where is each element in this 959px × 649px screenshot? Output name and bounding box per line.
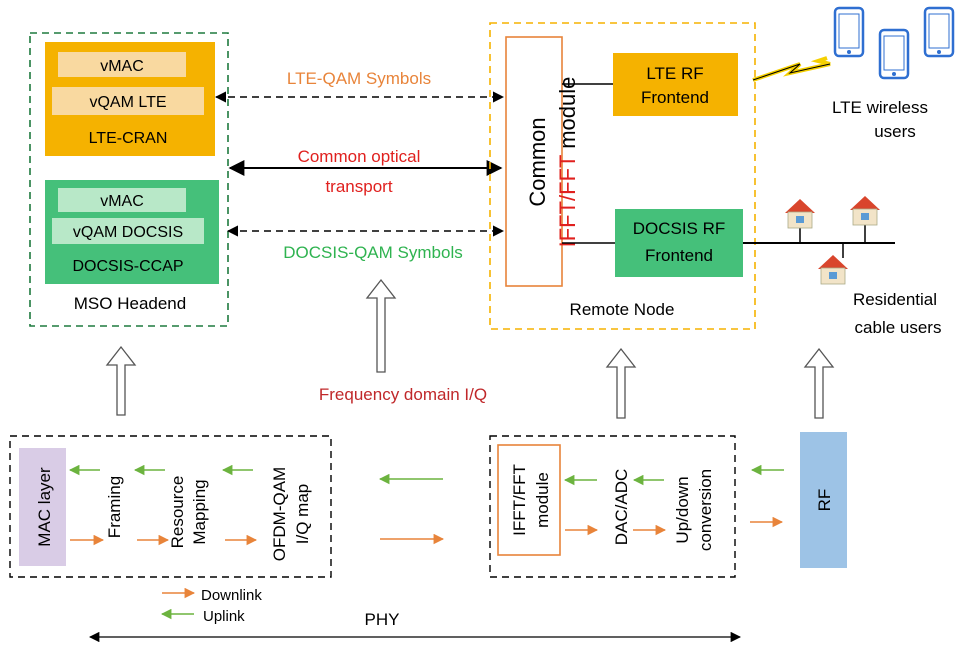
lte-cran-label: LTE-CRAN <box>89 130 168 147</box>
docsis-rf-label-2: Frontend <box>645 246 713 265</box>
phy-right-box <box>489 435 736 578</box>
rf-label: RF <box>815 489 834 512</box>
hollow-up-arrow <box>803 347 835 419</box>
mso-headend-label: MSO Headend <box>74 294 186 313</box>
phone-icon <box>833 6 865 58</box>
mac-layer-box <box>19 448 66 566</box>
common-label: Common <box>525 117 550 206</box>
phy-label: PHY <box>365 610 400 629</box>
legend-uplink-label: Uplink <box>203 608 245 625</box>
lte-vmac-label: vMAC <box>100 58 144 75</box>
docsis-vmac-box <box>58 188 186 212</box>
freq-iq-label: Frequency domain I/Q <box>319 385 487 404</box>
ifft-module-box <box>497 444 561 556</box>
framing-label: Framing <box>105 476 124 538</box>
lte-vqam-box <box>52 87 204 115</box>
docsis-qam-label: DOCSIS-QAM Symbols <box>283 243 462 262</box>
hollow-up-arrow <box>365 278 397 373</box>
residential-label-2: cable users <box>855 318 942 337</box>
mso-headend-box <box>29 32 229 327</box>
hollow-up-arrow <box>105 345 137 416</box>
phy-left-box <box>9 435 332 578</box>
remote-node-box <box>489 22 756 330</box>
docsis-vqam-box <box>52 218 204 244</box>
updown-label-1: Up/down <box>673 476 692 543</box>
docsis-vqam-label: vQAM DOCSIS <box>73 224 183 241</box>
ifft-label-2: module <box>533 472 552 528</box>
legend-downlink-label: Downlink <box>201 587 262 604</box>
lightning-icon <box>752 56 831 82</box>
ofdm-label-2: I/Q map <box>293 484 312 544</box>
updown-label-2: conversion <box>696 469 715 551</box>
house-icon <box>785 199 815 229</box>
lte-rf-frontend <box>613 53 738 116</box>
lte-vqam-label: vQAM LTE <box>89 94 166 111</box>
lte-rf-label-1: LTE RF <box>646 64 703 83</box>
lte-users-label-2: users <box>874 122 916 141</box>
residential-label-1: Residential <box>853 290 937 309</box>
rf-box <box>800 432 847 568</box>
house-icon <box>818 255 848 285</box>
phone-icon <box>923 6 955 58</box>
house-icon <box>850 196 880 226</box>
common-module-word: module <box>555 77 580 155</box>
docsis-rf-label-1: DOCSIS RF <box>633 219 726 238</box>
docsis-rf-frontend <box>615 209 743 277</box>
remote-node-label: Remote Node <box>570 300 675 319</box>
common-ifft-colored: IFFT/FFT <box>555 155 580 247</box>
optical-label-1: Common optical <box>298 147 421 166</box>
common-ifft-module <box>505 36 563 287</box>
common-ifft-label: IFFT/FFT module <box>555 77 580 248</box>
hollow-up-arrow <box>605 347 637 419</box>
lte-vmac-box <box>58 52 186 77</box>
docsis-ccap-label: DOCSIS-CCAP <box>72 258 183 275</box>
ifft-label-1: IFFT/FFT <box>510 464 529 536</box>
docsis-vmac-label: vMAC <box>100 193 144 210</box>
phone-icon <box>878 28 910 80</box>
docsis-ccap-block: vMAC vQAM DOCSIS DOCSIS-CCAP <box>45 180 219 284</box>
resource-label-1: Resource <box>168 476 187 549</box>
resource-label-2: Mapping <box>190 479 209 544</box>
lte-cran-block: vMAC vQAM LTE LTE-CRAN <box>45 42 215 156</box>
lte-users-label-1: LTE wireless <box>832 98 928 117</box>
lte-qam-label: LTE-QAM Symbols <box>287 69 431 88</box>
lte-rf-label-2: Frontend <box>641 88 709 107</box>
mac-layer-label: MAC layer <box>35 467 54 547</box>
ofdm-label-1: OFDM-QAM <box>270 467 289 561</box>
dac-adc-label: DAC/ADC <box>612 469 631 546</box>
optical-label-2: transport <box>325 177 392 196</box>
